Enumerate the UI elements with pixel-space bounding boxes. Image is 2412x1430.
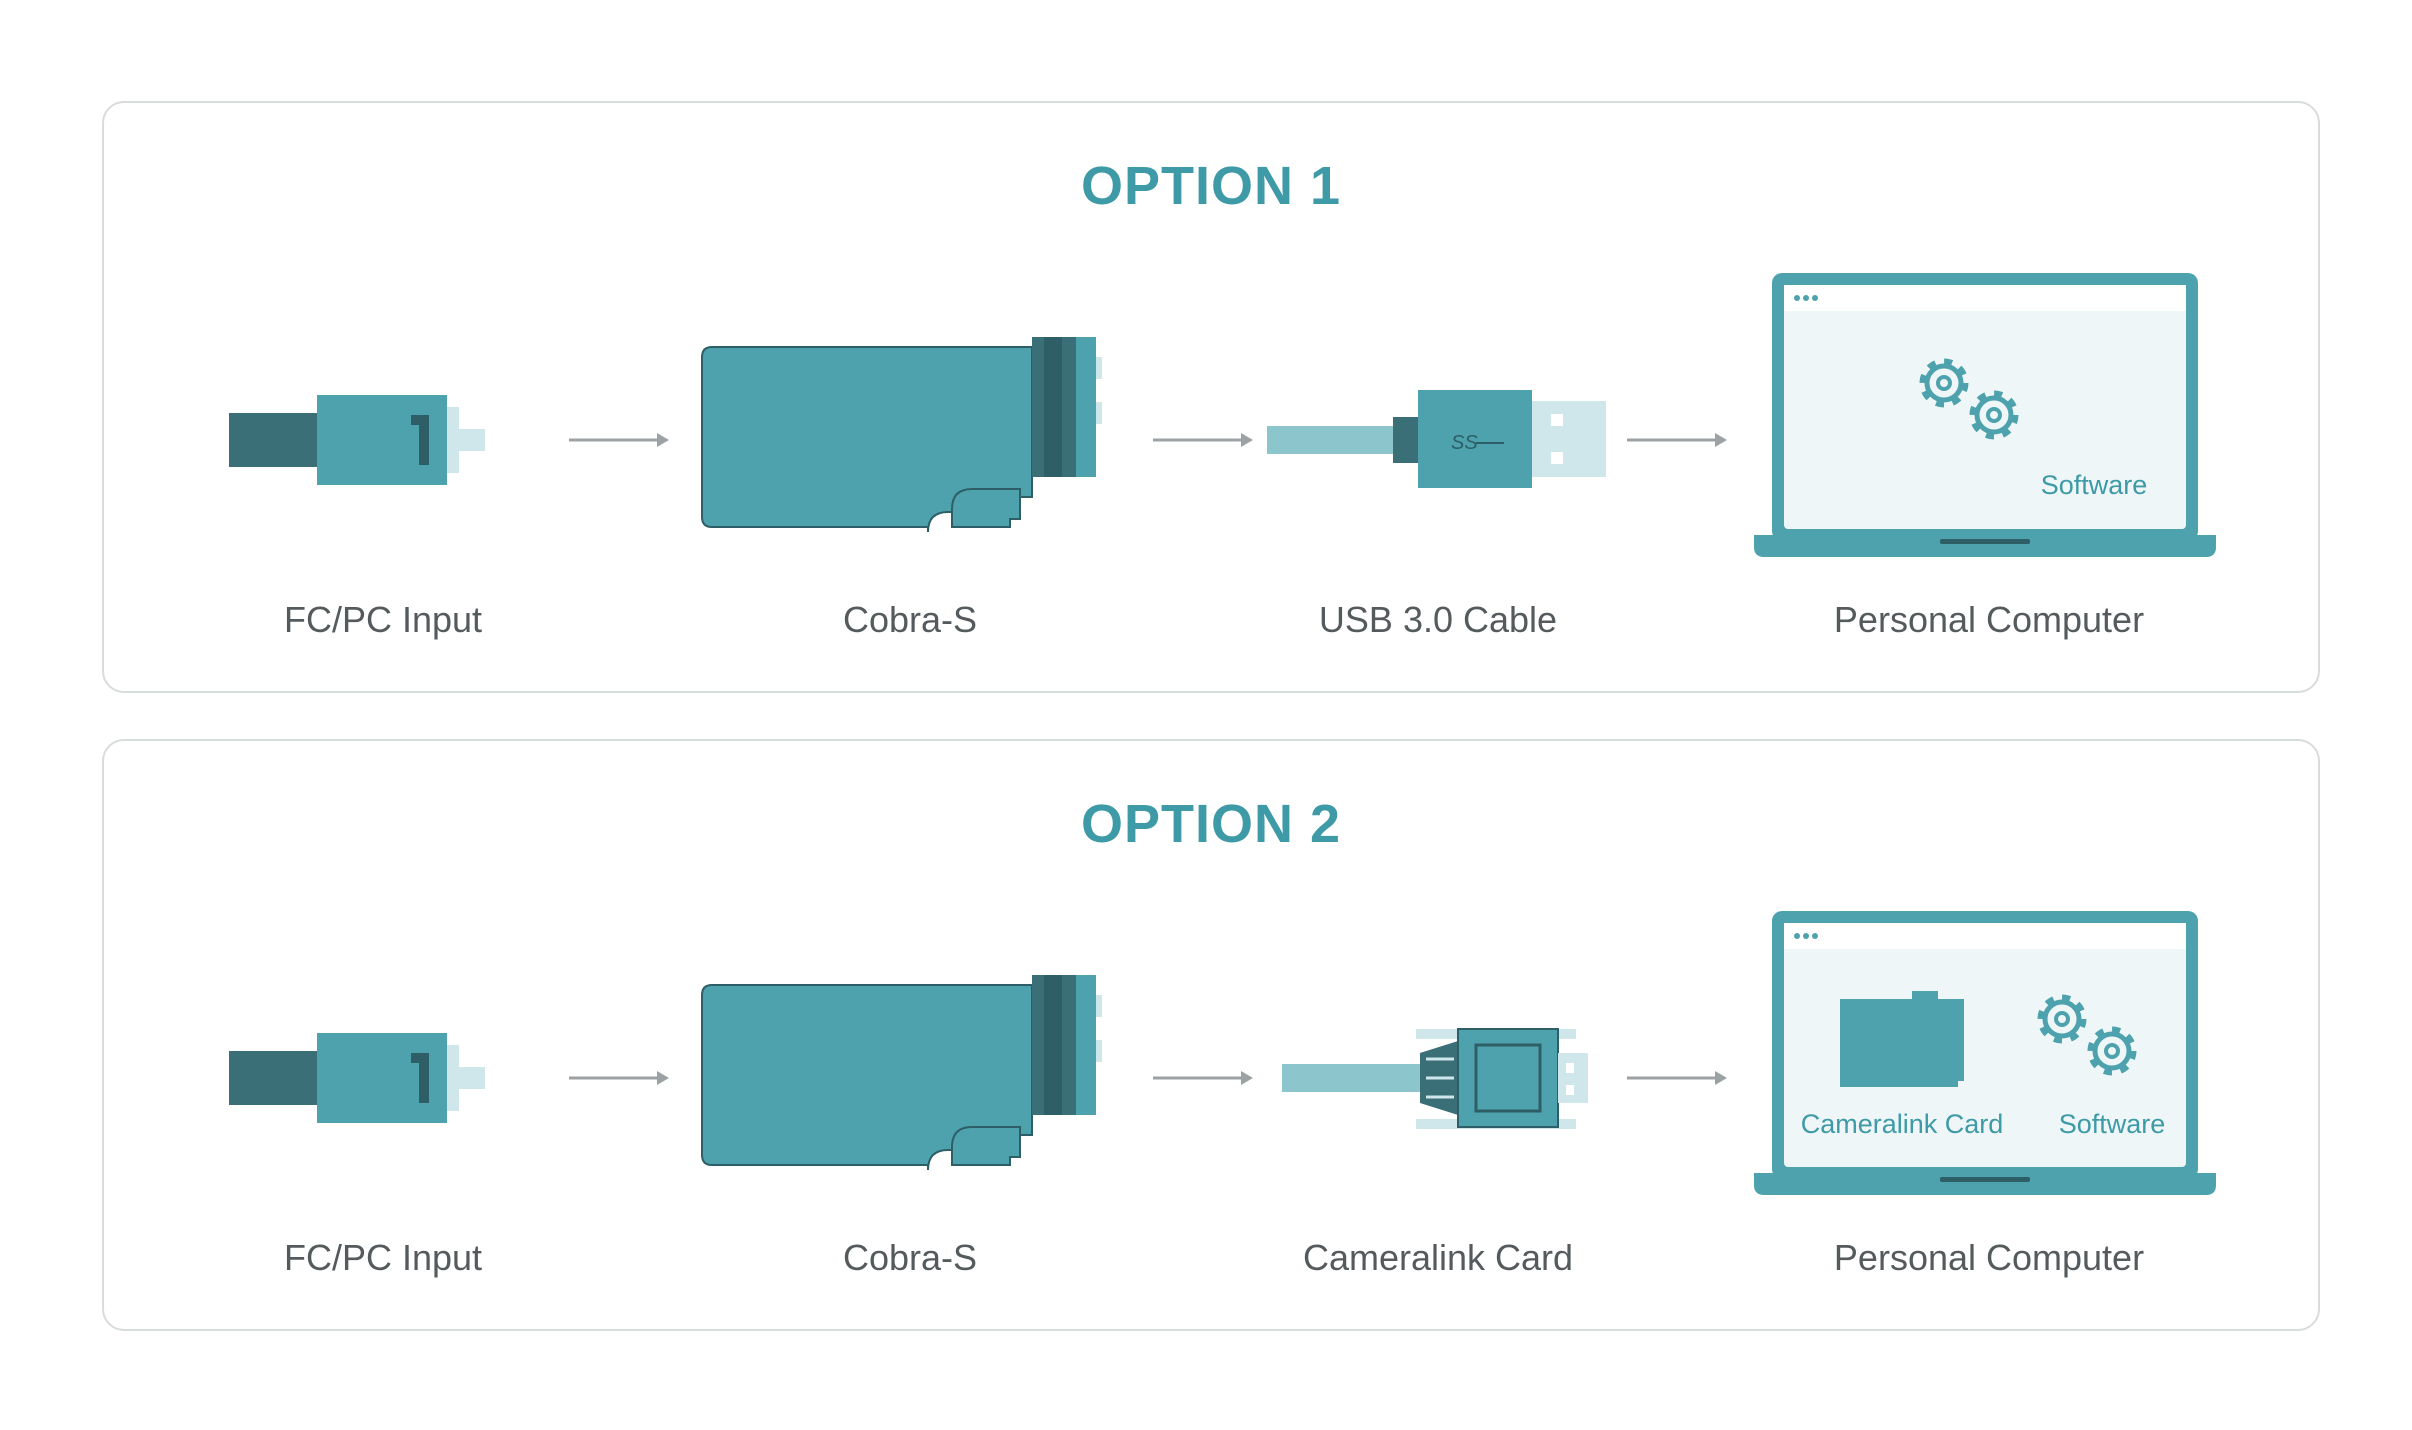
cobra-s-device-icon xyxy=(701,336,1103,533)
cameralink-card-screen-label: Cameralink Card xyxy=(1801,1109,2004,1139)
cameralink-cable-icon xyxy=(1282,1028,1588,1129)
option-2-title: OPTION 2 xyxy=(1080,794,1342,854)
label-personal-computer: Personal Computer xyxy=(1833,599,2145,640)
label-usb-cable: USB 3.0 Cable xyxy=(1318,599,1558,640)
laptop-icon: Cameralink Card Software xyxy=(1754,911,2216,1195)
label-fcpc-input: FC/PC Input xyxy=(283,1237,483,1278)
flow-arrow-icon xyxy=(567,431,671,449)
flow-arrow-icon xyxy=(1151,1069,1255,1087)
software-screen-label: Software xyxy=(2059,1109,2166,1139)
option-2-panel: OPTION 2 Cameralink Card xyxy=(102,739,2320,1331)
label-personal-computer: Personal Computer xyxy=(1833,1237,2145,1278)
flow-arrow-icon xyxy=(1625,1069,1729,1087)
label-cameralink-card: Cameralink Card xyxy=(1302,1237,1574,1278)
flow-arrow-icon xyxy=(1625,431,1729,449)
fcpc-connector-icon xyxy=(229,395,485,485)
laptop-icon: Software xyxy=(1754,273,2216,557)
cameralink-card-icon xyxy=(1840,991,1964,1087)
option-1-panel: OPTION 1 SS Software FC/PC Input Cobra-S… xyxy=(102,101,2320,693)
usb-ss-logo: SS xyxy=(1451,432,1478,454)
label-fcpc-input: FC/PC Input xyxy=(283,599,483,640)
option-2-diagram: Cameralink Card Software xyxy=(229,911,2216,1195)
fcpc-connector-icon xyxy=(229,1033,485,1123)
software-screen-label: Software xyxy=(2041,470,2148,500)
label-cobra-s: Cobra-S xyxy=(842,1237,978,1278)
usb-cable-icon: SS xyxy=(1267,390,1606,488)
flow-arrow-icon xyxy=(1151,431,1255,449)
cobra-s-device-icon xyxy=(701,974,1103,1171)
label-cobra-s: Cobra-S xyxy=(842,599,978,640)
option-1-title: OPTION 1 xyxy=(1080,156,1342,216)
option-1-diagram: SS Software xyxy=(229,273,2216,557)
flow-arrow-icon xyxy=(567,1069,671,1087)
